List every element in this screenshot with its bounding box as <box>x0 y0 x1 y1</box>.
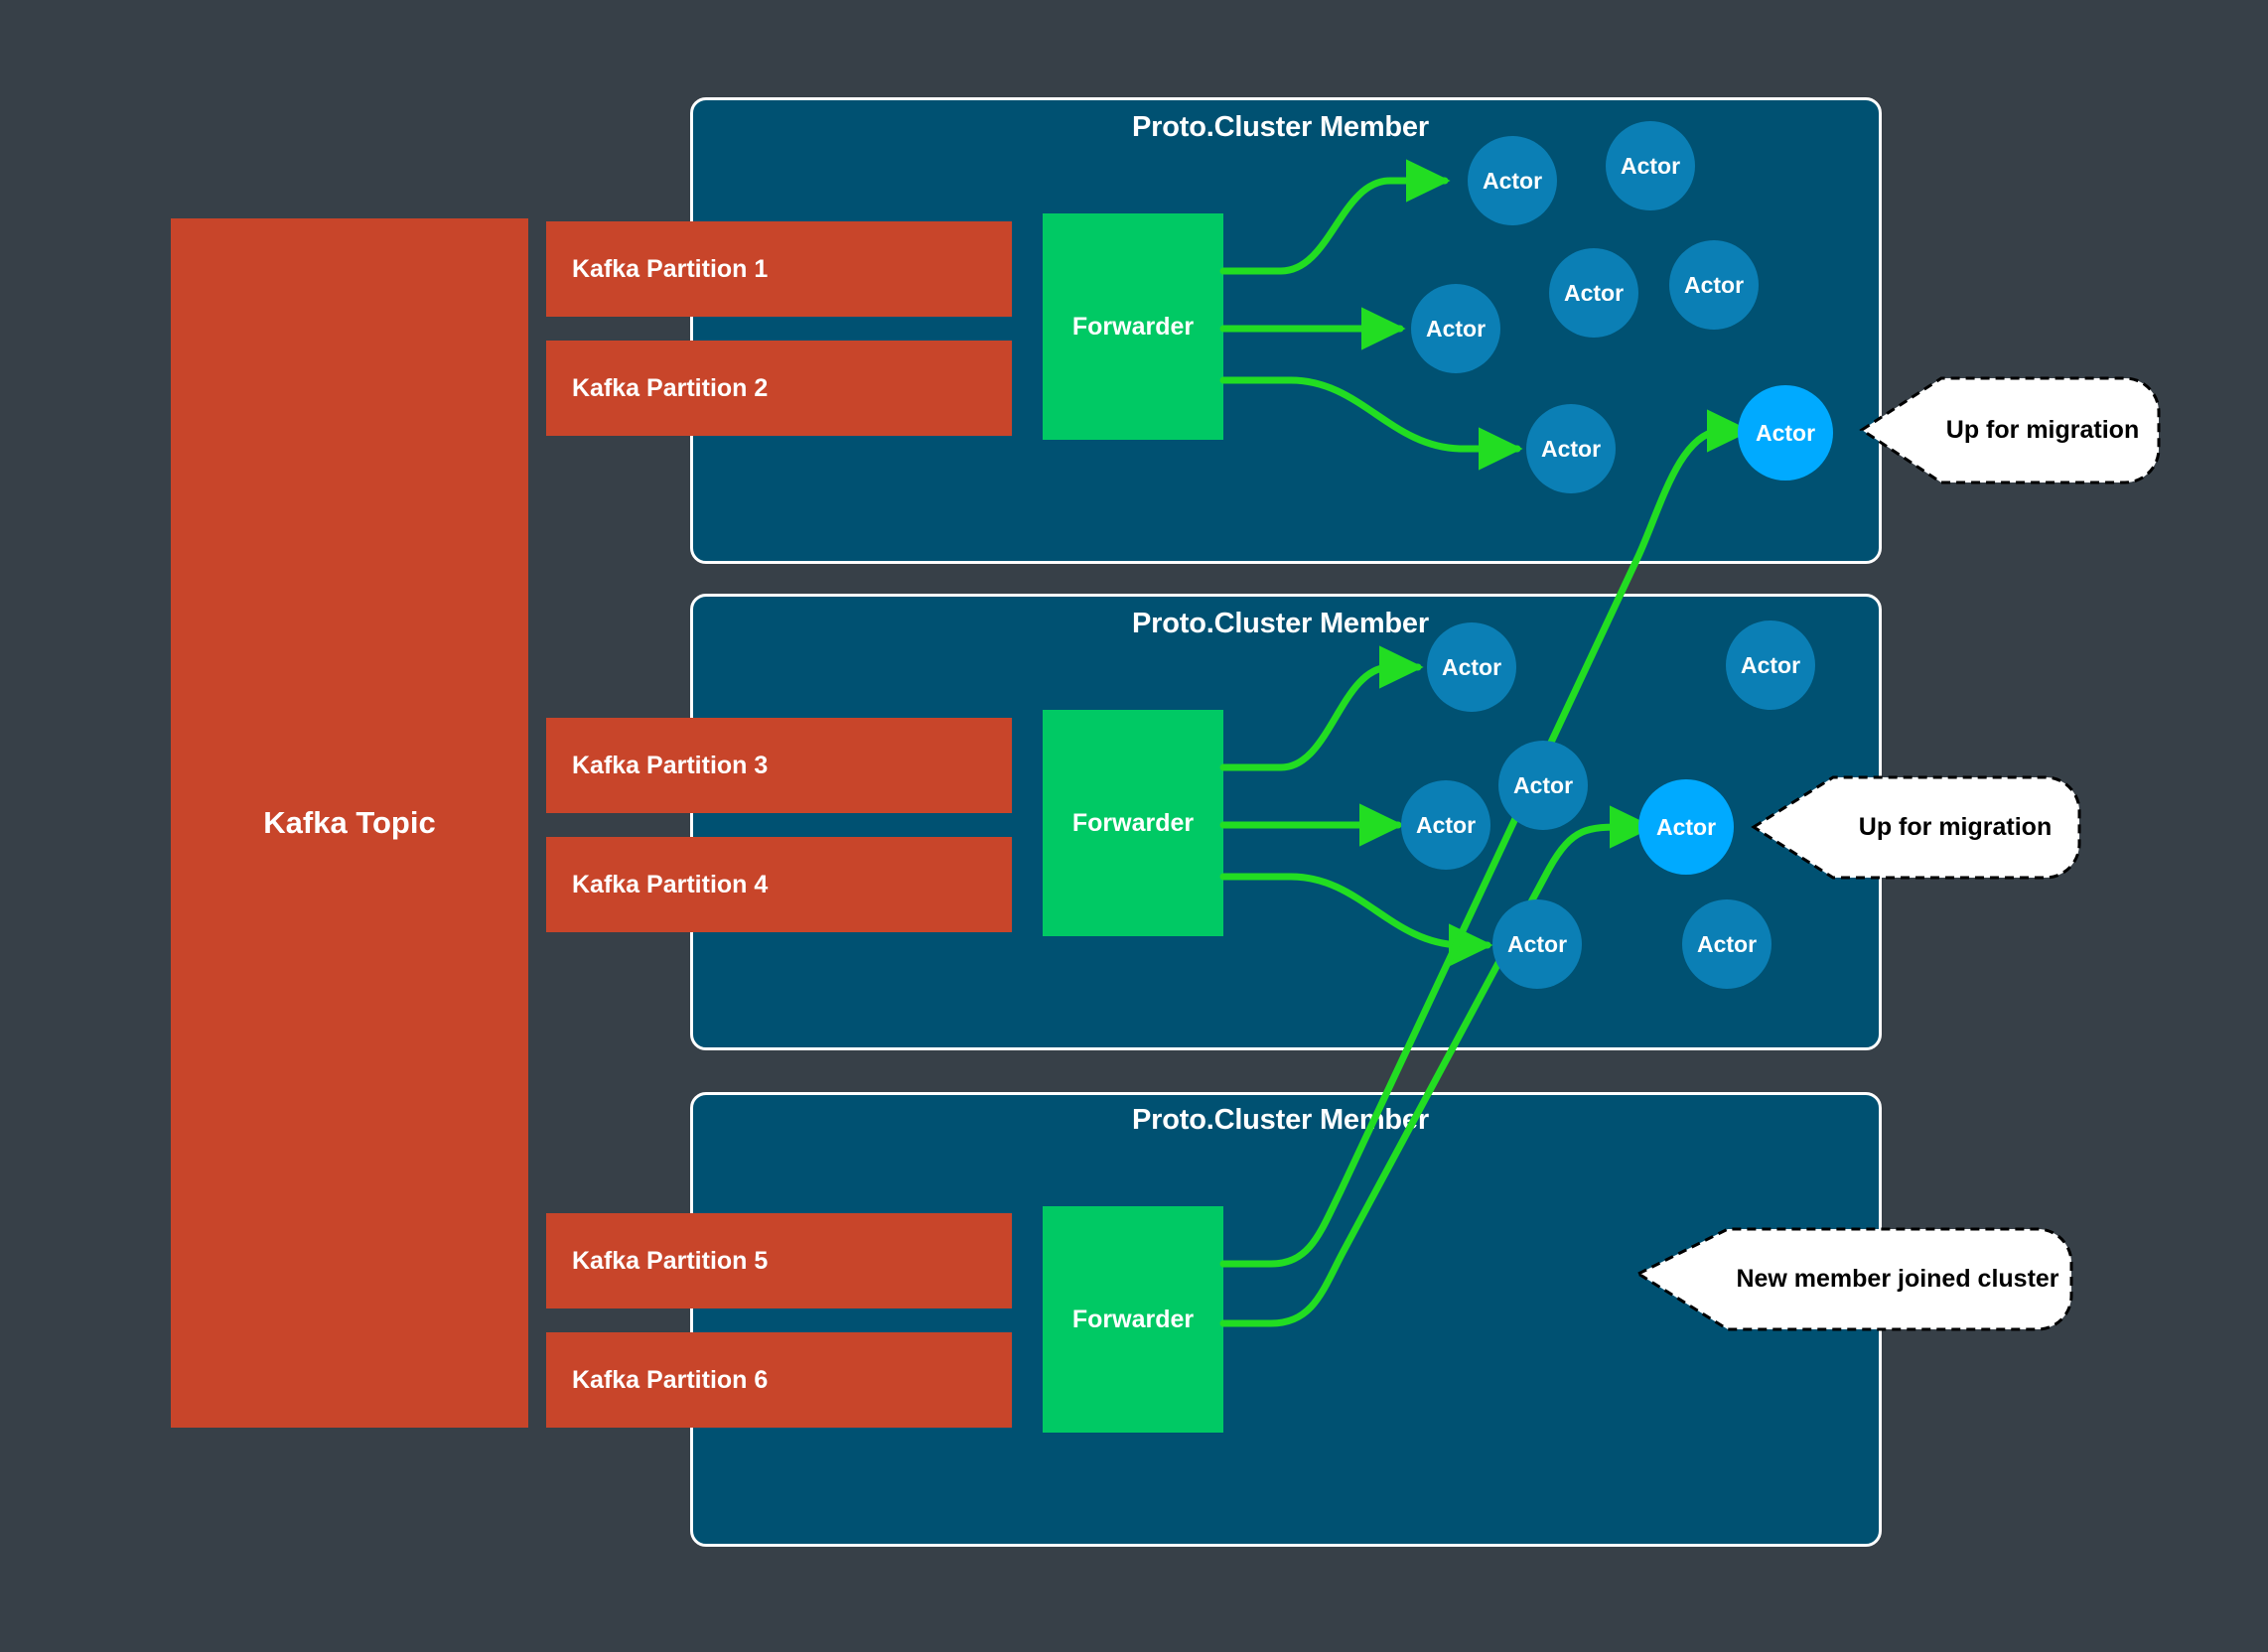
actor-label: Actor <box>1696 930 1758 957</box>
actor-c1-5[interactable]: Actor <box>1669 240 1759 330</box>
actor-label: Actor <box>1506 930 1568 957</box>
actor-c1-4[interactable]: Actor <box>1549 248 1638 338</box>
kafka-partition-label-6: Kafka Partition 6 <box>572 1365 769 1394</box>
actor-c2-migrating[interactable]: Actor <box>1638 779 1734 875</box>
actor-label: Actor <box>1683 271 1745 298</box>
forwarder-3[interactable]: Forwarder <box>1043 1206 1223 1433</box>
actor-label: Actor <box>1415 811 1477 838</box>
actor-c2-5[interactable]: Actor <box>1492 899 1582 989</box>
forwarder-label-1: Forwarder <box>1071 312 1195 341</box>
actor-label: Actor <box>1655 813 1717 840</box>
actor-label: Actor <box>1563 279 1625 306</box>
actor-c2-4[interactable]: Actor <box>1498 741 1588 830</box>
kafka-partition-1[interactable]: Kafka Partition 1 <box>546 221 1012 317</box>
actor-c1-6[interactable]: Actor <box>1526 404 1616 493</box>
actor-label: Actor <box>1441 653 1502 680</box>
callout-label-1: Up for migration <box>1945 416 2140 444</box>
cluster-member-box-3[interactable] <box>690 1092 1882 1547</box>
kafka-partition-label-1: Kafka Partition 1 <box>572 254 769 283</box>
kafka-partition-label-3: Kafka Partition 3 <box>572 751 769 779</box>
actor-c1-migrating[interactable]: Actor <box>1738 385 1833 481</box>
kafka-partition-5[interactable]: Kafka Partition 5 <box>546 1213 1012 1308</box>
kafka-partition-label-4: Kafka Partition 4 <box>572 870 769 898</box>
actor-c1-2[interactable]: Actor <box>1606 121 1695 210</box>
forwarder-label-3: Forwarder <box>1071 1305 1195 1333</box>
actor-c2-6[interactable]: Actor <box>1682 899 1772 989</box>
kafka-partition-2[interactable]: Kafka Partition 2 <box>546 341 1012 436</box>
actor-c2-1[interactable]: Actor <box>1427 622 1516 712</box>
actor-c2-2[interactable]: Actor <box>1726 620 1815 710</box>
actor-label: Actor <box>1425 315 1487 342</box>
kafka-partition-label-2: Kafka Partition 2 <box>572 373 769 402</box>
callout-label-2: Up for migration <box>1858 813 2053 841</box>
kafka-partition-6[interactable]: Kafka Partition 6 <box>546 1332 1012 1428</box>
actor-c1-1[interactable]: Actor <box>1468 136 1557 225</box>
forwarder-label-2: Forwarder <box>1071 808 1195 837</box>
forwarder-2[interactable]: Forwarder <box>1043 710 1223 936</box>
actor-label: Actor <box>1755 419 1816 446</box>
cluster-member-title-3: Proto.Cluster Member <box>1132 1104 1429 1136</box>
callout-label-3: New member joined cluster <box>1736 1265 2059 1293</box>
actor-label: Actor <box>1482 167 1543 194</box>
kafka-topic-box[interactable]: Kafka Topic <box>171 218 528 1428</box>
cluster-member-title-1: Proto.Cluster Member <box>1132 111 1429 143</box>
kafka-topic-label: Kafka Topic <box>263 805 436 840</box>
actor-label: Actor <box>1512 771 1574 798</box>
kafka-partition-4[interactable]: Kafka Partition 4 <box>546 837 1012 932</box>
actor-c2-3[interactable]: Actor <box>1401 780 1490 870</box>
actor-c1-3[interactable]: Actor <box>1411 284 1500 373</box>
kafka-partition-label-5: Kafka Partition 5 <box>572 1246 769 1275</box>
cluster-member-title-2: Proto.Cluster Member <box>1132 608 1429 639</box>
kafka-partition-3[interactable]: Kafka Partition 3 <box>546 718 1012 813</box>
actor-label: Actor <box>1620 152 1681 179</box>
actor-label: Actor <box>1740 651 1801 678</box>
forwarder-1[interactable]: Forwarder <box>1043 213 1223 440</box>
cluster-member-box-1[interactable] <box>690 97 1882 564</box>
actor-label: Actor <box>1540 435 1602 462</box>
